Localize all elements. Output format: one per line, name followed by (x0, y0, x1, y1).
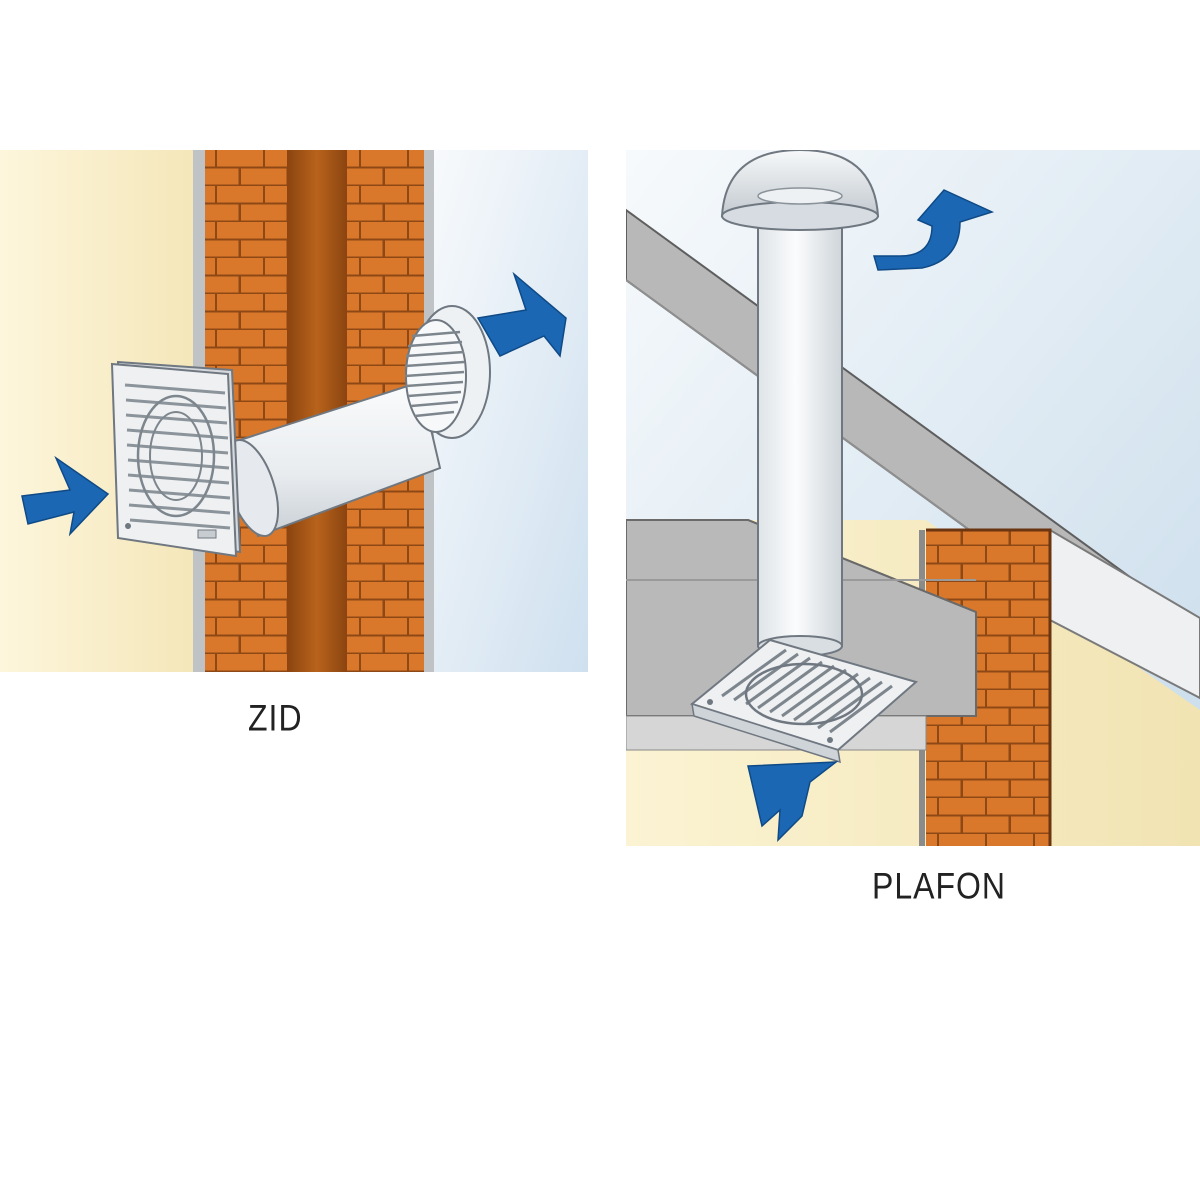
wall-installation-drawing (0, 150, 588, 672)
airflow-arrow-out-icon (873, 189, 995, 271)
caption-wall-mount: ZID (248, 697, 303, 739)
ceiling-installation-drawing (626, 150, 1200, 846)
caption-ceiling-mount: PLAFON (872, 865, 1007, 907)
airflow-arrow-out-icon (476, 271, 567, 358)
roof-cap-icon (720, 150, 880, 231)
wall-fan-icon (110, 360, 242, 558)
wall-installation-illustration (0, 150, 588, 672)
vertical-duct-pipe (757, 195, 843, 657)
outlet-grille-icon (404, 305, 491, 439)
airflow-arrow-in-icon (21, 455, 110, 537)
ceiling-fan-icon (689, 638, 919, 764)
ceiling-installation-illustration (626, 150, 1200, 846)
airflow-arrow-up-icon (747, 761, 839, 842)
